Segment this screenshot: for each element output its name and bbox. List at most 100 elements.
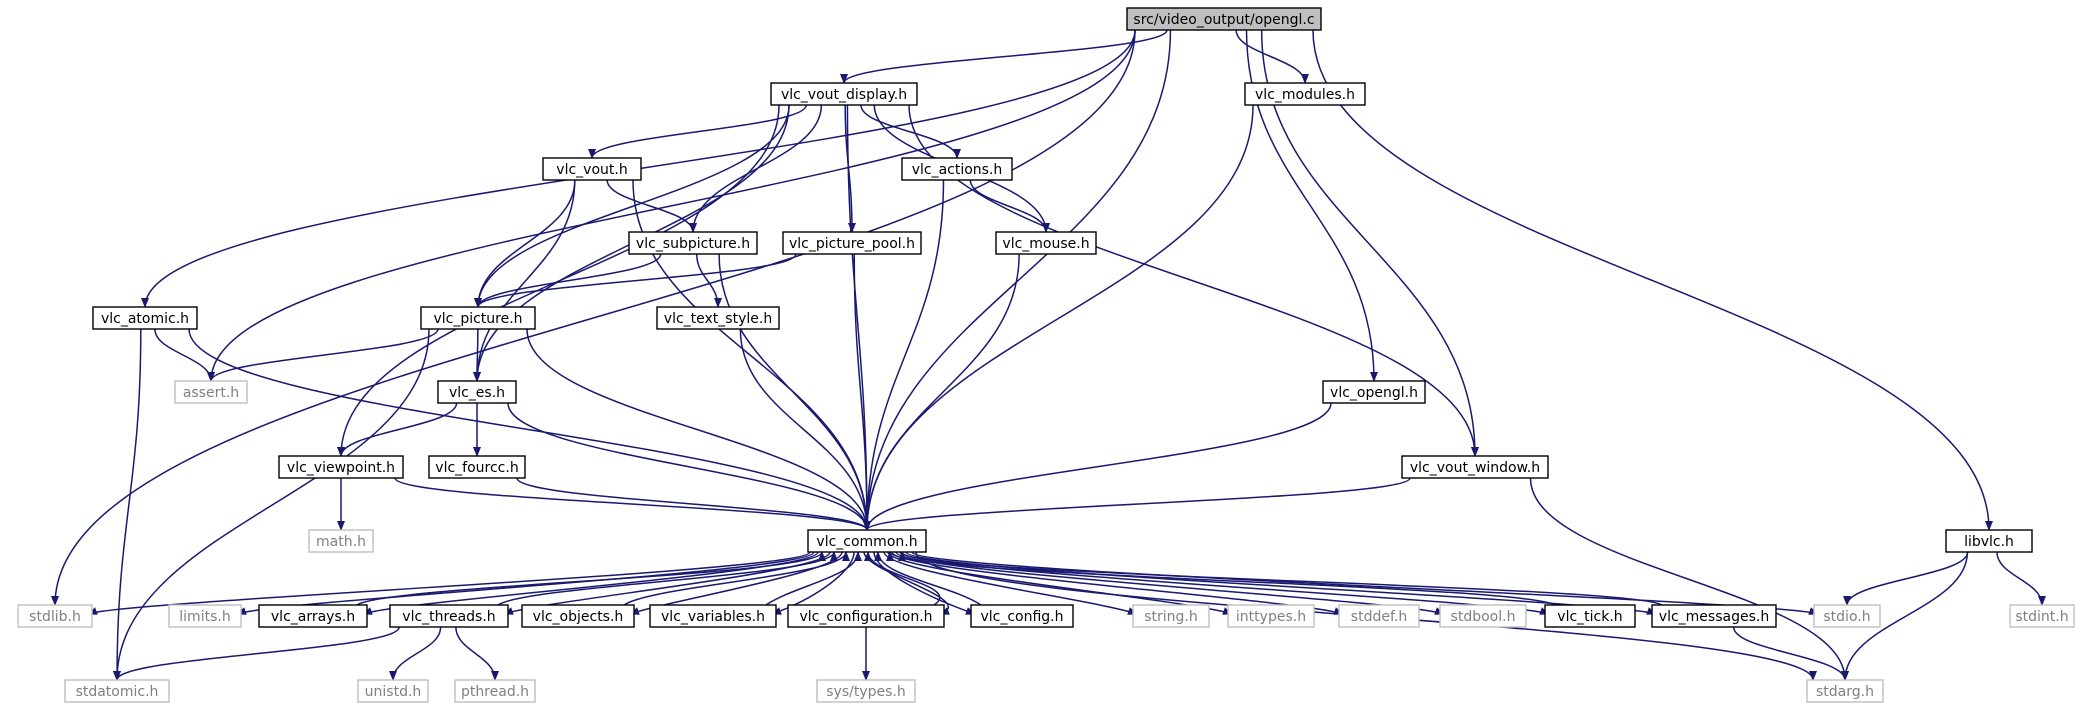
node-stdbool: stdbool.h [1439, 604, 1527, 628]
node-threads[interactable]: vlc_threads.h [389, 604, 509, 628]
node-label: vlc_actions.h [912, 162, 1003, 178]
node-label: vlc_modules.h [1255, 87, 1355, 103]
node-label: vlc_arrays.h [271, 609, 355, 625]
node-box [807, 529, 927, 553]
node-variables[interactable]: vlc_variables.h [649, 604, 777, 628]
edge-group [474, 104, 790, 308]
node-box [437, 380, 517, 404]
node-label: libvlc.h [1964, 534, 2014, 550]
node-viewpoint[interactable]: vlc_viewpoint.h [278, 455, 404, 479]
edge-group [771, 551, 855, 615]
node-box [1945, 529, 2033, 553]
node-picture[interactable]: vlc_picture.h [420, 306, 536, 330]
node-subpicture[interactable]: vlc_subpicture.h [628, 231, 758, 255]
edge-group [874, 551, 982, 606]
node-box [258, 604, 368, 628]
node-vout-display[interactable]: vlc_vout_display.h [770, 82, 918, 106]
node-label: vlc_picture_pool.h [789, 236, 915, 252]
node-libvlc[interactable]: libvlc.h [1945, 529, 2033, 553]
edge-actions-to-common [863, 179, 945, 531]
node-vout-window[interactable]: vlc_vout_window.h [1401, 455, 1549, 479]
edge-group [863, 29, 1172, 531]
node-stdarg: stdarg.h [1806, 679, 1884, 703]
node-label: vlc_messages.h [1659, 609, 1769, 625]
node-config[interactable]: vlc_config.h [970, 604, 1074, 628]
node-arrays[interactable]: vlc_arrays.h [258, 604, 368, 628]
edge-atomic-to-stdatomic [113, 328, 142, 681]
edge-group [113, 328, 430, 681]
edge-subpicture-to-text_style [696, 253, 722, 308]
node-box [1813, 604, 1881, 628]
node-mouse[interactable]: vlc_mouse.h [995, 231, 1097, 255]
node-label: vlc_viewpoint.h [287, 460, 395, 476]
edge-opengl_c-to-libvlc [1312, 29, 1993, 531]
edge-group [606, 179, 697, 233]
edge-atomic-to-assert [154, 328, 215, 382]
edge-messages-to-common [898, 551, 1663, 606]
edge-arrays-to-common [356, 551, 826, 606]
node-modules[interactable]: vlc_modules.h [1244, 82, 1366, 106]
node-box [389, 604, 509, 628]
node-box [1132, 604, 1210, 628]
edge-vout_display-to-actions [860, 104, 961, 159]
edge-group [969, 179, 1050, 233]
node-box [454, 679, 536, 703]
edge-opengl_c-to-assert [207, 29, 1136, 382]
node-atomic[interactable]: vlc_atomic.h [92, 306, 198, 330]
edge-opengl_c-to-stdlib [51, 29, 1136, 606]
node-picture-pool[interactable]: vlc_picture_pool.h [782, 231, 922, 255]
node-opengl-h[interactable]: vlc_opengl.h [1322, 380, 1426, 404]
edge-vout_window-to-stdarg [1529, 477, 1849, 681]
node-box [1322, 380, 1426, 404]
node-common[interactable]: vlc_common.h [807, 529, 927, 553]
edge-group [863, 402, 1332, 531]
node-label: stdbool.h [1451, 609, 1516, 625]
node-box [1401, 455, 1549, 479]
node-label: vlc_tick.h [1557, 609, 1622, 625]
node-objects[interactable]: vlc_objects.h [521, 604, 635, 628]
node-label: vlc_es.h [449, 385, 505, 401]
node-label: unistd.h [365, 684, 422, 700]
edge-group [840, 29, 1168, 84]
edge-group [526, 328, 871, 531]
edge-group [853, 253, 871, 531]
edge-group [864, 551, 941, 606]
edge-opengl_c-to-modules [1235, 29, 1309, 84]
node-box [308, 529, 374, 553]
edge-group [473, 179, 576, 382]
edge-group [394, 477, 871, 531]
node-es[interactable]: vlc_es.h [437, 380, 517, 404]
edge-vout-to-subpicture [606, 179, 697, 233]
node-assert: assert.h [174, 380, 248, 404]
edge-group [696, 253, 722, 308]
node-opengl-c[interactable]: src/video_output/opengl.c [1126, 7, 1322, 31]
node-messages[interactable]: vlc_messages.h [1651, 604, 1777, 628]
edge-group [207, 29, 1136, 382]
node-label: vlc_fourcc.h [435, 460, 518, 476]
node-vout[interactable]: vlc_vout.h [542, 157, 642, 181]
node-tick[interactable]: vlc_tick.h [1544, 604, 1636, 628]
node-configuration[interactable]: vlc_configuration.h [787, 604, 945, 628]
node-label: vlc_config.h [980, 609, 1063, 625]
edge-text_style-to-common [739, 328, 871, 531]
edge-group [356, 551, 826, 606]
node-text-style[interactable]: vlc_text_style.h [656, 306, 780, 330]
node-unistd: unistd.h [357, 679, 429, 703]
edge-group [1732, 626, 1849, 681]
edge-group [113, 328, 142, 681]
edge-opengl_c-to-vout_display [840, 29, 1168, 84]
edge-picture_pool-to-common [853, 253, 871, 531]
edge-group [497, 551, 838, 606]
node-box [901, 157, 1013, 181]
node-fourcc[interactable]: vlc_fourcc.h [428, 455, 526, 479]
node-box [1651, 604, 1777, 628]
edge-group [588, 104, 807, 159]
edge-group [474, 179, 576, 308]
edge-group [863, 179, 945, 531]
node-actions[interactable]: vlc_actions.h [901, 157, 1013, 181]
node-label: vlc_common.h [816, 534, 917, 550]
edge-group [337, 104, 780, 457]
edge-es-to-common [507, 402, 871, 531]
node-label: vlc_objects.h [533, 609, 624, 625]
edge-group [860, 104, 961, 159]
